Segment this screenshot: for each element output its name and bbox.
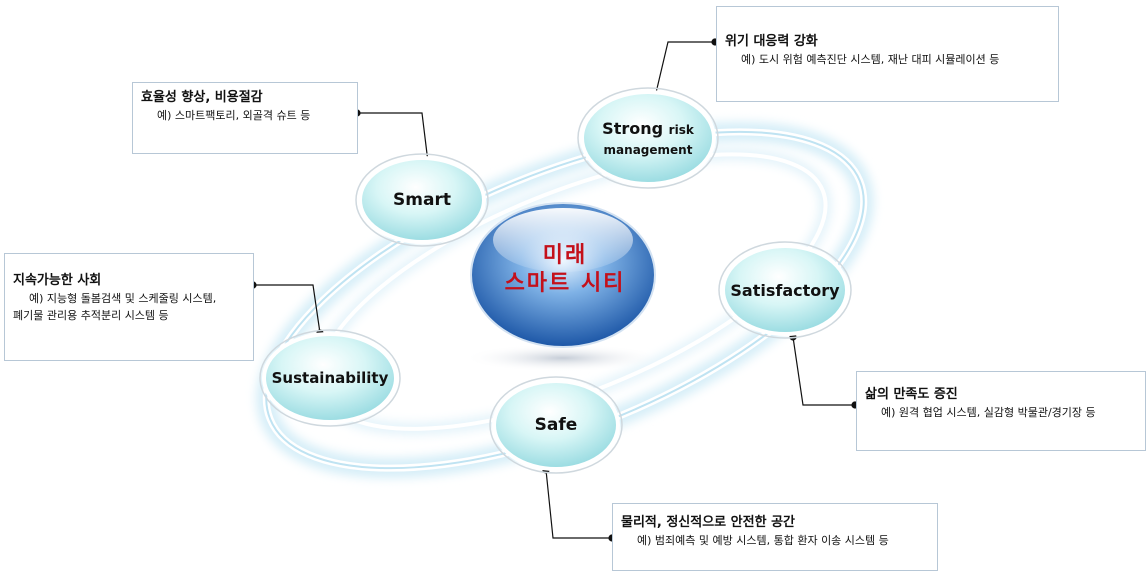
node-strong-label: Strong	[602, 118, 664, 138]
info-box-sustainability-desc1: 예) 지능형 돌봄검색 및 스케줄링 시스템,	[29, 292, 217, 305]
node-strong-risk-management: Strong risk management	[582, 112, 714, 166]
center-shadow	[463, 344, 663, 372]
center-title-line1: 미래	[542, 243, 588, 268]
info-box-satisfactory-desc: 예) 원격 협업 시스템, 실감형 박물관/경기장 등	[881, 406, 1096, 419]
info-box-risk-desc: 예) 도시 위험 예측진단 시스템, 재난 대피 시뮬레이션 등	[741, 53, 1000, 66]
info-box-safe: 물리적, 정신적으로 안전한 공간 예) 범죄예측 및 예방 시스템, 통합 환…	[612, 503, 938, 571]
node-circles	[259, 87, 852, 474]
info-box-smart-desc: 예) 스마트팩토리, 외골격 슈트 등	[157, 109, 311, 122]
info-box-sustainability-title: 지속가능한 사회	[13, 273, 102, 288]
node-safe: Safe	[534, 415, 578, 435]
center-title-line2: 스마트 시티	[504, 271, 626, 296]
node-satisfactory: Satisfactory	[730, 280, 840, 300]
center-shine	[493, 208, 633, 272]
info-box-sustainability-desc2: 폐기물 관리용 추적분리 시스템 등	[13, 309, 169, 322]
info-box-risk-title: 위기 대응력 강화	[725, 34, 818, 49]
info-box-smart: 효율성 향상, 비용절감 예) 스마트팩토리, 외골격 슈트 등	[132, 82, 358, 154]
info-box-risk: 위기 대응력 강화 예) 도시 위험 예측진단 시스템, 재난 대피 시뮬레이션…	[716, 6, 1059, 102]
info-box-satisfactory-title: 삶의 만족도 증진	[865, 387, 958, 402]
info-box-satisfactory: 삶의 만족도 증진 예) 원격 협업 시스템, 실감형 박물관/경기장 등	[856, 371, 1146, 451]
info-box-safe-desc: 예) 범죄예측 및 예방 시스템, 통합 환자 이송 시스템 등	[637, 534, 889, 547]
node-management-label: management	[603, 142, 693, 157]
center-title: 미래 스마트 시티	[470, 242, 660, 298]
node-smart: Smart	[393, 190, 451, 210]
info-box-sustainability: 지속가능한 사회 예) 지능형 돌봄검색 및 스케줄링 시스템, 폐기물 관리용…	[4, 253, 254, 361]
info-box-safe-title: 물리적, 정신적으로 안전한 공간	[621, 515, 795, 530]
node-risk-label: risk	[668, 122, 694, 137]
node-sustainability: Sustainability	[271, 369, 389, 387]
info-box-smart-title: 효율성 향상, 비용절감	[141, 90, 263, 105]
